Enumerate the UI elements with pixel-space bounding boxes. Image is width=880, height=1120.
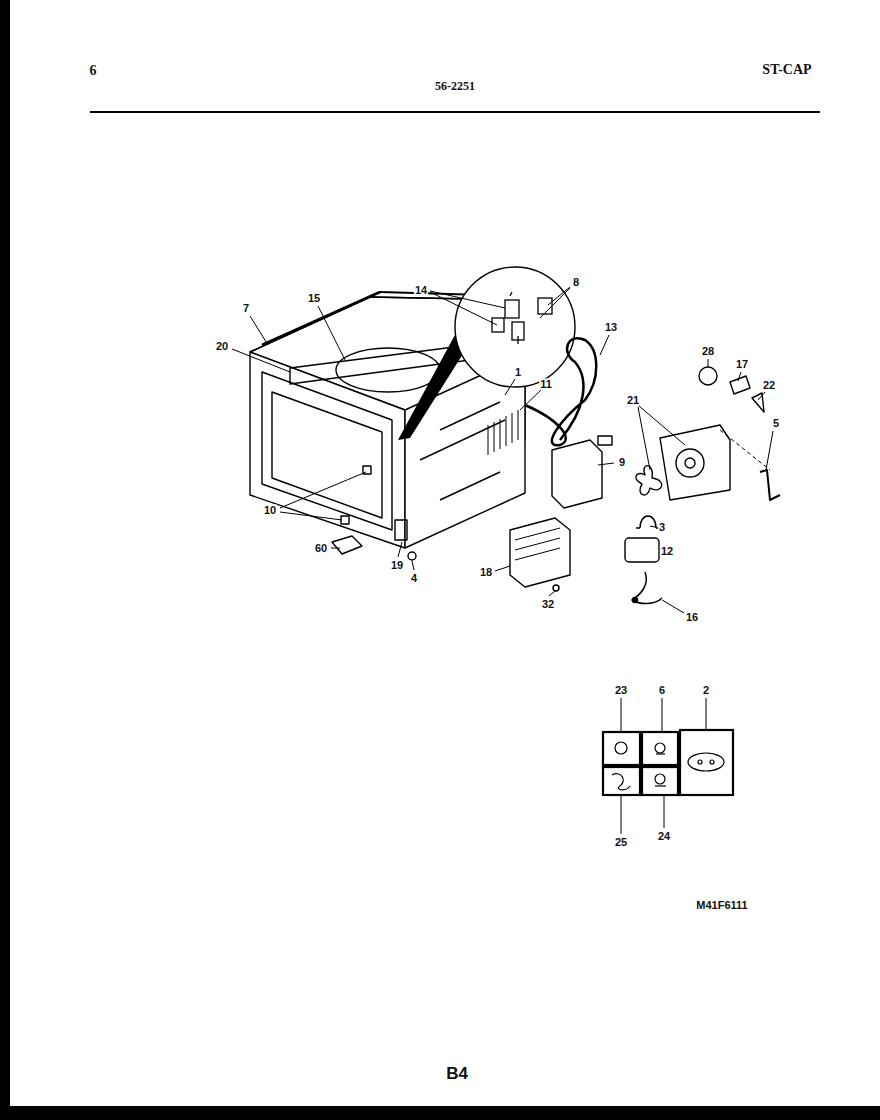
callout-number: 18 <box>479 567 493 578</box>
bracket <box>760 470 780 500</box>
callout-number: 16 <box>685 612 699 623</box>
callout-number: 2 <box>702 685 710 696</box>
scan-edge <box>0 0 10 1120</box>
components <box>332 338 780 603</box>
bracket-60 <box>332 536 362 554</box>
callout-number: 60 <box>314 543 328 554</box>
callout-number: 9 <box>618 457 626 468</box>
callout-number: 23 <box>614 685 628 696</box>
callout-number: 25 <box>614 837 628 848</box>
callout-number: 19 <box>390 560 404 571</box>
kit-boxes <box>603 730 733 795</box>
switch-detail <box>398 267 575 440</box>
model-number: 56-2251 <box>434 80 476 92</box>
callout-number: 14 <box>414 285 428 296</box>
lamp-socket <box>730 376 750 394</box>
callout-number: 1 <box>514 367 522 378</box>
diode <box>632 572 662 604</box>
header-rule <box>90 111 820 113</box>
callout-number: 15 <box>307 293 321 304</box>
lamp <box>699 367 717 385</box>
fan-motor-bracket <box>660 425 730 500</box>
header-code: ST-CAP <box>761 63 812 77</box>
callout-number: 4 <box>410 573 418 584</box>
callout-number: 7 <box>242 303 250 314</box>
leader-lines <box>232 287 773 834</box>
scan-edge <box>0 1106 880 1120</box>
callout-number: 10 <box>263 505 277 516</box>
clip <box>752 393 764 412</box>
callout-number: 11 <box>539 379 553 390</box>
fan-blade <box>636 466 662 495</box>
callout-number: 21 <box>626 395 640 406</box>
page-number: 6 <box>89 64 98 78</box>
magnetron <box>552 440 602 508</box>
callout-number: 22 <box>762 380 776 391</box>
callout-number: 13 <box>604 322 618 333</box>
callout-number: 20 <box>215 341 229 352</box>
callout-number: 24 <box>657 831 671 842</box>
callout-number: 5 <box>772 418 780 429</box>
callout-number: 32 <box>541 599 555 610</box>
capacitor <box>625 538 659 562</box>
callout-number: 28 <box>701 346 715 357</box>
power-cord <box>525 338 596 445</box>
figure-code: M41F6111 <box>695 900 748 911</box>
page-code: B4 <box>445 1065 469 1082</box>
callout-number: 8 <box>572 277 580 288</box>
plug <box>598 436 612 445</box>
callout-number: 17 <box>735 359 749 370</box>
callout-number: 3 <box>658 522 666 533</box>
capacitor-clip <box>636 516 660 528</box>
transformer <box>510 518 570 587</box>
callout-number: 12 <box>660 546 674 557</box>
callout-number: 6 <box>658 685 666 696</box>
